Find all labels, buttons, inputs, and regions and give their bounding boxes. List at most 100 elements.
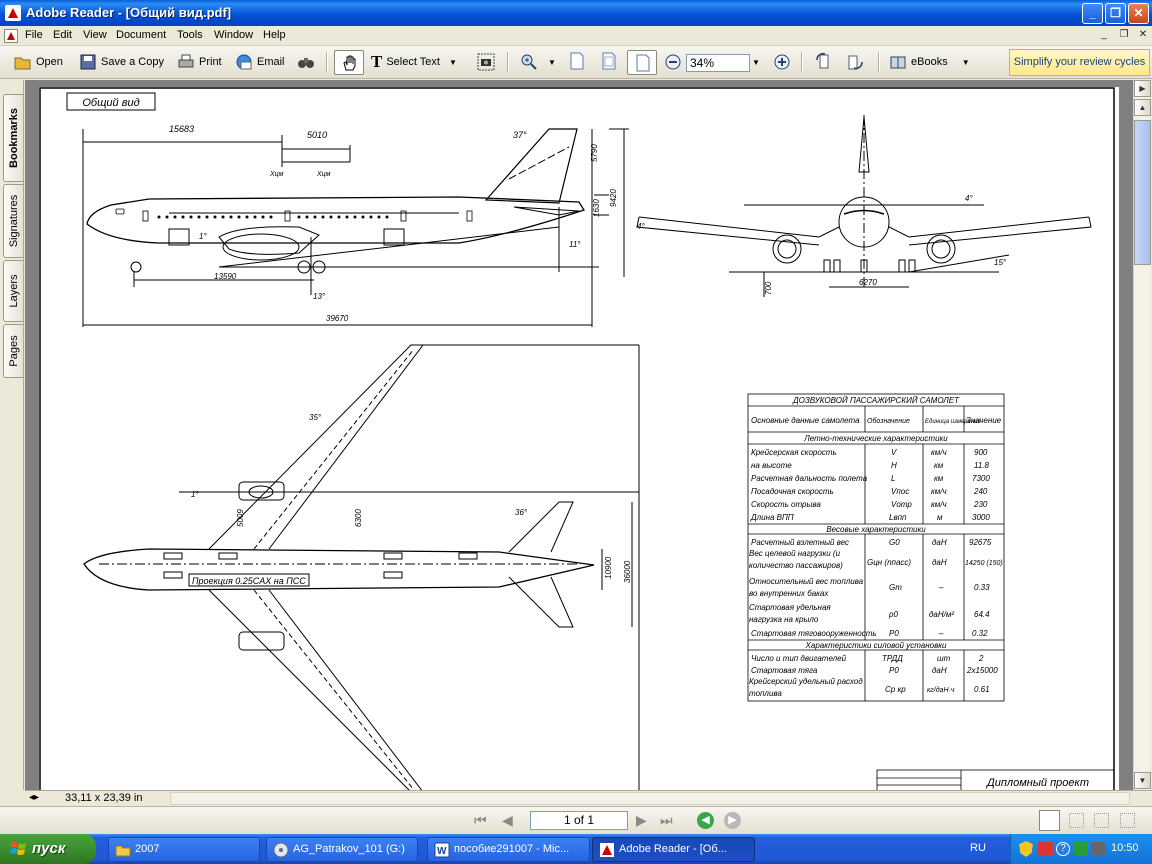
start-button[interactable]: пуск — [0, 834, 96, 864]
zoom-out-icon[interactable] — [664, 53, 682, 71]
network-alert-icon[interactable] — [1038, 842, 1053, 856]
menu-view[interactable]: View — [83, 29, 107, 41]
row-param: Стартовая удельная нагрузка на крыло — [749, 603, 831, 624]
row-unit: даН/м² — [929, 610, 954, 619]
doc-minimize-button[interactable]: _ — [1101, 29, 1107, 40]
horizontal-scrollbar[interactable] — [170, 792, 1130, 805]
page-number-input[interactable]: 1 of 1 — [530, 811, 628, 830]
rotate-ccw-icon[interactable] — [815, 52, 833, 70]
tab-signatures[interactable]: Signatures — [3, 184, 23, 258]
aircraft-drawing: Общий вид — [39, 87, 1115, 790]
next-page-icon[interactable]: ▶ — [636, 812, 647, 828]
window-title: Adobe Reader - [Общий вид.pdf] — [26, 5, 232, 20]
hand-tool-button[interactable] — [334, 50, 364, 75]
scroll-down-button[interactable]: ▼ — [1134, 772, 1151, 789]
binoculars-icon[interactable] — [297, 53, 315, 71]
first-page-icon[interactable]: ⏮ — [474, 812, 487, 828]
row-param: Посадочная скорость — [751, 487, 834, 496]
select-text-dropdown-icon[interactable]: ▼ — [448, 57, 457, 67]
continuous-facing-layout-icon[interactable] — [1120, 813, 1135, 828]
toolbar: Open Save a Copy Print Email T Select Te… — [0, 46, 1152, 79]
go-forward-icon[interactable]: ▶ — [724, 812, 741, 829]
menu-document[interactable]: Document — [116, 29, 167, 41]
taskbar-item-label: Adobe Reader - [Об... — [619, 843, 727, 855]
single-page-layout-icon[interactable] — [1039, 810, 1060, 831]
dim-10900: 10900 — [604, 556, 613, 579]
folder-open-icon — [14, 57, 31, 70]
taskbar-item-adobe-reader[interactable]: Adobe Reader - [Об... — [592, 837, 755, 862]
previous-page-icon[interactable]: ◀ — [502, 812, 513, 828]
floppy-disk-icon — [80, 54, 96, 70]
dim-4deg-right: 4° — [965, 194, 973, 203]
document-icon[interactable] — [4, 29, 18, 43]
open-button[interactable]: Open — [14, 51, 63, 73]
go-back-icon[interactable]: ◀ — [697, 812, 714, 829]
tab-layers[interactable]: Layers — [3, 260, 23, 322]
ebooks-dropdown-icon[interactable]: ▼ — [961, 57, 970, 67]
row-symbol: p0 — [888, 610, 898, 619]
help-icon[interactable]: ? — [1056, 842, 1070, 856]
menu-window[interactable]: Window — [214, 29, 254, 41]
language-indicator[interactable]: RU — [970, 842, 986, 854]
save-copy-button[interactable]: Save a Copy — [79, 51, 164, 73]
split-arrows-icon[interactable]: ◂▸ — [29, 792, 40, 803]
vertical-scrollbar[interactable]: ▶ ▲ ▼ — [1133, 80, 1151, 790]
maximize-button[interactable]: ❐ — [1105, 3, 1126, 24]
row-value: 0.32 — [972, 629, 988, 638]
minimize-button[interactable]: _ — [1082, 3, 1103, 24]
menu-help[interactable]: Help — [263, 29, 286, 41]
taskbar-item-drive[interactable]: AG_Patrakov_101 (G:) — [266, 837, 418, 862]
row-symbol: P0 — [889, 666, 899, 675]
ebooks-button[interactable]: eBooks ▼ — [889, 51, 970, 73]
scroll-thumb[interactable] — [1134, 120, 1151, 265]
tab-pages[interactable]: Pages — [3, 324, 23, 378]
promo-banner[interactable]: Simplify your review cycles — [1009, 49, 1150, 76]
last-page-icon[interactable]: ⏭ — [660, 812, 673, 828]
zoom-level-input[interactable]: 34% — [686, 54, 750, 72]
zoom-tool-dropdown-icon[interactable]: ▼ — [548, 58, 556, 67]
pdf-page: Общий вид — [39, 87, 1119, 790]
section-weight: Весовые характеристики — [826, 525, 926, 534]
actual-size-page-icon[interactable] — [568, 52, 586, 70]
fit-page-icon[interactable] — [600, 52, 618, 70]
volume-icon[interactable] — [1091, 842, 1105, 856]
antivirus-icon[interactable] — [1074, 842, 1088, 856]
security-shield-icon[interactable] — [1019, 841, 1033, 857]
menu-edit[interactable]: Edit — [53, 29, 72, 41]
row-value: 14250 (150) — [965, 560, 1003, 567]
zoom-in-icon[interactable] — [773, 53, 791, 71]
cg-label-1: Xцм — [269, 171, 284, 178]
tab-pages-label: Pages — [7, 335, 20, 367]
row-param: Число и тип двигателей — [751, 654, 847, 663]
table-header-unit: Единица измерения — [925, 419, 982, 425]
menu-tools[interactable]: Tools — [177, 29, 203, 41]
tab-bookmarks[interactable]: Bookmarks — [3, 94, 23, 182]
reader-window: Adobe Reader - [Общий вид.pdf] _ ❐ ✕ Fil… — [0, 0, 1152, 834]
clock[interactable]: 10:50 — [1111, 842, 1139, 854]
print-button[interactable]: Print — [177, 51, 222, 73]
doc-close-button[interactable]: ✕ — [1138, 29, 1148, 40]
close-button[interactable]: ✕ — [1128, 3, 1149, 24]
continuous-layout-icon[interactable] — [1069, 813, 1084, 828]
row-param: Вес целевой нагрузки (и количество пасса… — [749, 549, 843, 570]
table-header-value: Значение — [966, 416, 1002, 425]
email-button[interactable]: Email — [235, 51, 285, 73]
facing-layout-icon[interactable] — [1094, 813, 1109, 828]
zoom-level-dropdown-icon[interactable]: ▼ — [752, 58, 760, 67]
snapshot-camera-icon[interactable] — [477, 53, 495, 71]
select-text-button[interactable]: T Select Text ▼ — [371, 51, 457, 73]
menu-file[interactable]: File — [25, 29, 43, 41]
row-symbol: Gцн (nпасс) — [867, 558, 911, 567]
taskbar-item-word[interactable]: W пособие291007 - Mic... — [427, 837, 590, 862]
rotate-cw-icon[interactable] — [846, 52, 864, 70]
zoom-in-magnifier-icon[interactable] — [520, 53, 538, 71]
doc-restore-button[interactable]: ❐ — [1119, 29, 1129, 40]
dim-6270: 6270 — [859, 278, 877, 287]
start-label: пуск — [32, 840, 66, 857]
scroll-up-button[interactable]: ▲ — [1134, 99, 1151, 116]
row-unit: м — [937, 513, 943, 522]
page-navigation-arrow-icon[interactable]: ▶ — [1134, 80, 1151, 97]
taskbar-item-folder[interactable]: 2007 — [108, 837, 260, 862]
fit-width-button[interactable] — [627, 50, 657, 75]
document-area[interactable]: Общий вид — [25, 80, 1133, 790]
